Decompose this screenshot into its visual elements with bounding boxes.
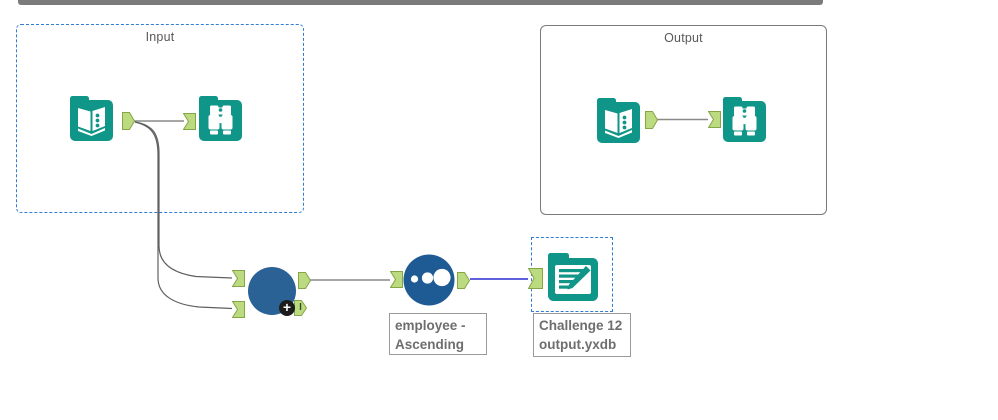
input-container[interactable]: Input <box>16 24 304 213</box>
input-data-tool[interactable] <box>69 94 114 142</box>
output-box-browse-tool[interactable] <box>722 95 767 143</box>
output-annotation-line1: Challenge 12 <box>539 318 623 333</box>
sort-annotation[interactable]: employee - Ascending <box>389 313 487 355</box>
output-container[interactable]: Output <box>540 25 827 215</box>
input-data-book-icon <box>70 96 113 141</box>
output-data-tool[interactable] <box>546 250 600 303</box>
union-input-anchor-bottom[interactable] <box>232 301 245 318</box>
sort-output-anchor[interactable] <box>457 272 470 289</box>
toolbar-strip <box>18 0 823 5</box>
output-box-book-output-anchor[interactable] <box>645 111 658 129</box>
browse-binoculars-icon <box>199 96 242 141</box>
sort-annotation-line1: employee - <box>395 318 466 333</box>
add-connection-badge[interactable]: + <box>279 300 295 316</box>
output-data-input-anchor[interactable] <box>528 268 543 289</box>
sort-annotation-line2: Ascending <box>395 337 465 352</box>
union-input-anchor-top[interactable] <box>232 270 245 287</box>
output-data-file-icon <box>548 253 598 301</box>
union-extra-anchor[interactable] <box>294 300 307 316</box>
output-annotation[interactable]: Challenge 12 output.yxdb <box>533 313 631 357</box>
output-container-title: Output <box>664 31 703 45</box>
output-box-browse-input-anchor[interactable] <box>708 111 721 128</box>
output-annotation-line2: output.yxdb <box>539 337 617 352</box>
input-container-title: Input <box>145 30 175 44</box>
sort-input-anchor[interactable] <box>390 271 403 288</box>
connection-input-to-union-bottom[interactable] <box>134 121 233 310</box>
input-data-output-anchor[interactable] <box>122 112 135 130</box>
browse-input-anchor[interactable] <box>183 113 196 130</box>
browse-binoculars-icon <box>723 97 766 142</box>
sort-dots-icon <box>403 254 455 306</box>
union-output-anchor[interactable] <box>298 272 311 289</box>
union-anchor-label: I <box>299 302 302 313</box>
input-data-book-icon <box>597 98 640 143</box>
connection-input-to-union-top[interactable] <box>134 121 233 279</box>
browse-tool[interactable] <box>198 94 243 142</box>
sort-tool[interactable] <box>403 254 455 306</box>
output-box-input-data-tool[interactable] <box>596 96 641 144</box>
